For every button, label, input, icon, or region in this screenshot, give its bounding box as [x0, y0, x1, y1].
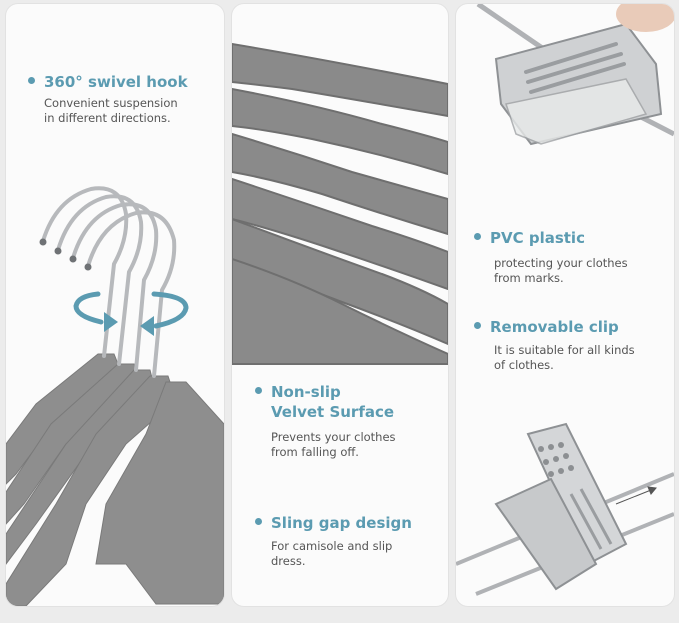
swivel-hook-illustration — [6, 186, 224, 606]
feature-desc-line: Prevents your clothes — [271, 430, 396, 444]
feature-desc-line: of clothes. — [494, 358, 554, 372]
swivel-arrow-icon — [73, 291, 189, 329]
feature-desc-line: Convenient suspension — [44, 96, 178, 110]
bullet-icon — [474, 233, 481, 240]
feature-title: 360° swivel hook — [44, 73, 188, 91]
velvet-hangers-closeup — [232, 42, 448, 365]
bullet-icon — [255, 518, 262, 525]
feature-desc-line: It is suitable for all kinds — [494, 343, 635, 357]
bullet-icon — [474, 322, 481, 329]
feature-desc-line: from falling off. — [271, 445, 359, 459]
feature-desc-line: For camisole and slip — [271, 539, 393, 553]
feature-desc-line: dress. — [271, 554, 306, 568]
feature-title: Non-slip — [271, 383, 341, 401]
panel-swivel-hook: 360° swivel hook Convenient suspension i… — [6, 4, 224, 606]
feature-pvc-plastic: PVC plastic protecting your clothes from… — [474, 228, 628, 286]
feature-title: Sling gap design — [271, 514, 412, 532]
feature-removable-clip: Removable clip It is suitable for all ki… — [474, 317, 635, 373]
feature-title: PVC plastic — [490, 229, 585, 247]
slide-arrow-icon — [615, 486, 657, 505]
bullet-icon — [255, 387, 262, 394]
feature-desc-line: from marks. — [494, 271, 564, 285]
bullet-icon — [28, 77, 35, 84]
feature-sling-gap: Sling gap design For camisole and slip d… — [255, 513, 412, 569]
clip-illustration-top — [456, 4, 674, 596]
feature-swivel-hook: 360° swivel hook Convenient suspension i… — [28, 72, 188, 126]
panel-clips: PVC plastic protecting your clothes from… — [456, 4, 674, 606]
feature-title: Removable clip — [490, 318, 619, 336]
feature-desc-line: protecting your clothes — [494, 256, 628, 270]
feature-title-line2: Velvet Surface — [271, 403, 395, 421]
feature-desc-line: in different directions. — [44, 111, 171, 125]
